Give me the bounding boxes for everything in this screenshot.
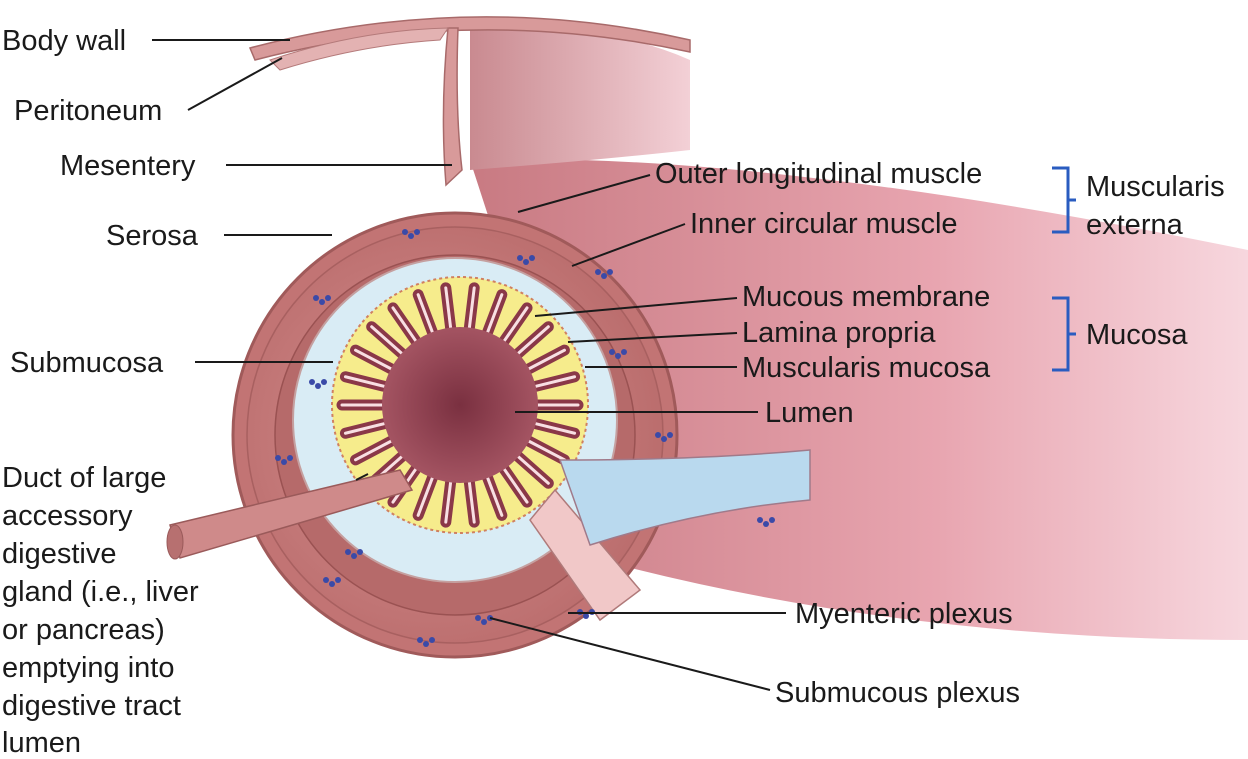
villus-core <box>370 325 404 355</box>
plexus-node <box>309 379 315 385</box>
plexus-node <box>275 455 281 461</box>
mesentery <box>442 27 463 187</box>
plexus-node <box>325 295 331 301</box>
villus-core <box>502 306 529 343</box>
mucous-membrane <box>336 282 584 528</box>
villus-core <box>444 480 453 524</box>
plexus-node <box>757 517 763 523</box>
plexus-node <box>313 295 319 301</box>
label-submucous-plexus: Submucous plexus <box>775 677 1020 709</box>
label-mucous-membrane: Mucous membrane <box>742 281 990 313</box>
villus-core <box>416 476 434 517</box>
villus-core <box>534 422 577 435</box>
label-outer-longitudinal-muscle: Outer longitudinal muscle <box>655 158 982 190</box>
villus-core <box>343 422 386 435</box>
label-body-wall: Body wall <box>2 25 126 57</box>
villus-core <box>516 455 550 485</box>
plexus-node <box>481 619 487 625</box>
villus-core <box>467 480 476 524</box>
plexus-node <box>287 455 293 461</box>
plexus-node <box>281 459 287 465</box>
bracket-mucosa <box>1052 296 1076 372</box>
plexus-node <box>357 549 363 555</box>
plexus-node <box>402 229 408 235</box>
right-tube <box>558 449 811 546</box>
villus-core <box>486 293 504 334</box>
villus-core <box>486 476 504 517</box>
villus-core <box>516 325 550 355</box>
villus-core <box>502 467 529 504</box>
plexus-node <box>621 349 627 355</box>
plexus-node <box>321 379 327 385</box>
plexus-node <box>408 233 414 239</box>
plexus-node <box>417 637 423 643</box>
villus-core <box>416 293 434 334</box>
plexus-node <box>517 255 523 261</box>
label-lumen: Lumen <box>765 397 854 429</box>
accessory-gland-duct <box>166 469 414 560</box>
label-inner-circular-muscle: Inner circular muscle <box>690 208 958 240</box>
group-label-muscularis-externa: Muscularis externa <box>1086 171 1233 241</box>
plexus-node <box>351 553 357 559</box>
plexus-node <box>615 353 621 359</box>
plexus-node <box>429 637 435 643</box>
plexus-node <box>769 517 775 523</box>
villus-core <box>343 375 386 388</box>
plexus-node <box>423 641 429 647</box>
plexus-node <box>667 432 673 438</box>
plexus-node <box>601 273 607 279</box>
group-label-mucosa: Mucosa <box>1086 319 1188 351</box>
plexus-node <box>319 299 325 305</box>
group-label-line: Muscularis <box>1086 171 1225 203</box>
label-duct-line: digestive <box>2 538 116 570</box>
plexus-nodes <box>275 229 775 647</box>
label-duct-line: gland (i.e., liver <box>2 576 199 608</box>
villus-core <box>527 348 566 371</box>
plexus-node <box>335 577 341 583</box>
label-duct-line: or pancreas) <box>2 614 165 646</box>
label-duct-line: Duct of large <box>2 462 166 494</box>
plexus-node <box>655 432 661 438</box>
villus-core <box>444 286 453 330</box>
plexus-node <box>323 577 329 583</box>
plexus-node <box>609 349 615 355</box>
plexus-node <box>475 615 481 621</box>
label-lamina-propria: Lamina propria <box>742 317 936 349</box>
plexus-node <box>661 436 667 442</box>
label-duct-line: digestive tract <box>2 690 181 722</box>
villus-core <box>354 439 393 462</box>
plexus-node <box>607 269 613 275</box>
villus-core <box>467 286 476 330</box>
leader-lines <box>152 39 786 691</box>
label-duct-line: lumen <box>2 727 81 759</box>
plexus-node <box>414 229 420 235</box>
label-myenteric-plexus: Myenteric plexus <box>795 598 1013 630</box>
label-mesentery: Mesentery <box>60 150 196 182</box>
label-duct-line: accessory <box>2 500 133 532</box>
label-serosa: Serosa <box>106 220 199 252</box>
plexus-node <box>329 581 335 587</box>
label-duct: Duct of large accessory digestive gland … <box>2 462 207 759</box>
plexus-node <box>345 549 351 555</box>
label-duct-line: emptying into <box>2 652 175 684</box>
label-submucosa: Submucosa <box>10 347 164 379</box>
group-label-line: externa <box>1086 209 1184 241</box>
lumen-region <box>382 327 538 483</box>
label-muscularis-mucosa: Muscularis mucosa <box>742 352 991 384</box>
villus-core <box>354 348 393 371</box>
plexus-node <box>315 383 321 389</box>
villus-core <box>527 439 566 462</box>
plexus-node <box>523 259 529 265</box>
villus-core <box>391 306 418 343</box>
cut-section <box>529 488 642 622</box>
plexus-node <box>595 269 601 275</box>
plexus-node <box>763 521 769 527</box>
label-peritoneum: Peritoneum <box>14 95 162 127</box>
plexus-node <box>583 613 589 619</box>
plexus-node <box>529 255 535 261</box>
bracket-muscularis-externa <box>1052 166 1076 234</box>
villus-core <box>534 375 577 388</box>
